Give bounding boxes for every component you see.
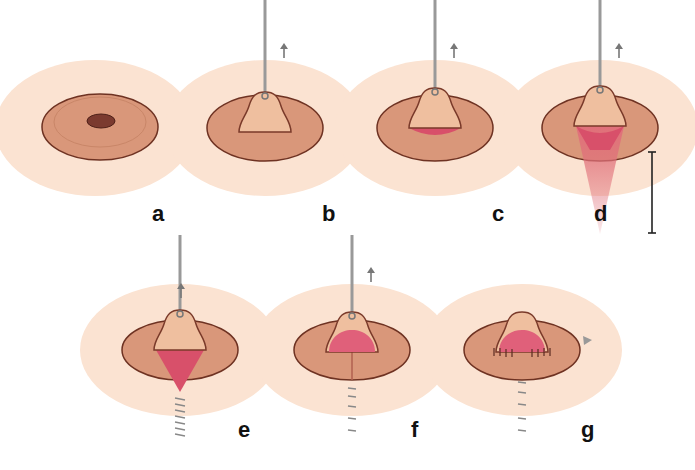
panel-letter: c [492,203,504,225]
panel-letter: f [411,419,418,441]
panel-e-figure [122,235,238,436]
panel-letter: b [322,203,335,225]
panel-a-figure [42,94,158,160]
skin-background [0,60,695,416]
panel-f-figure [294,235,410,431]
panel-letter: a [152,203,164,225]
panel-b-figure [207,0,323,161]
panel-g-figure [464,312,592,431]
panel-c-figure [377,0,493,161]
panel-letter: e [238,419,250,441]
panel-letter: d [594,203,607,225]
panel-letter: g [581,419,594,441]
panel-d-figure [542,0,658,234]
scale-bar [648,152,656,233]
